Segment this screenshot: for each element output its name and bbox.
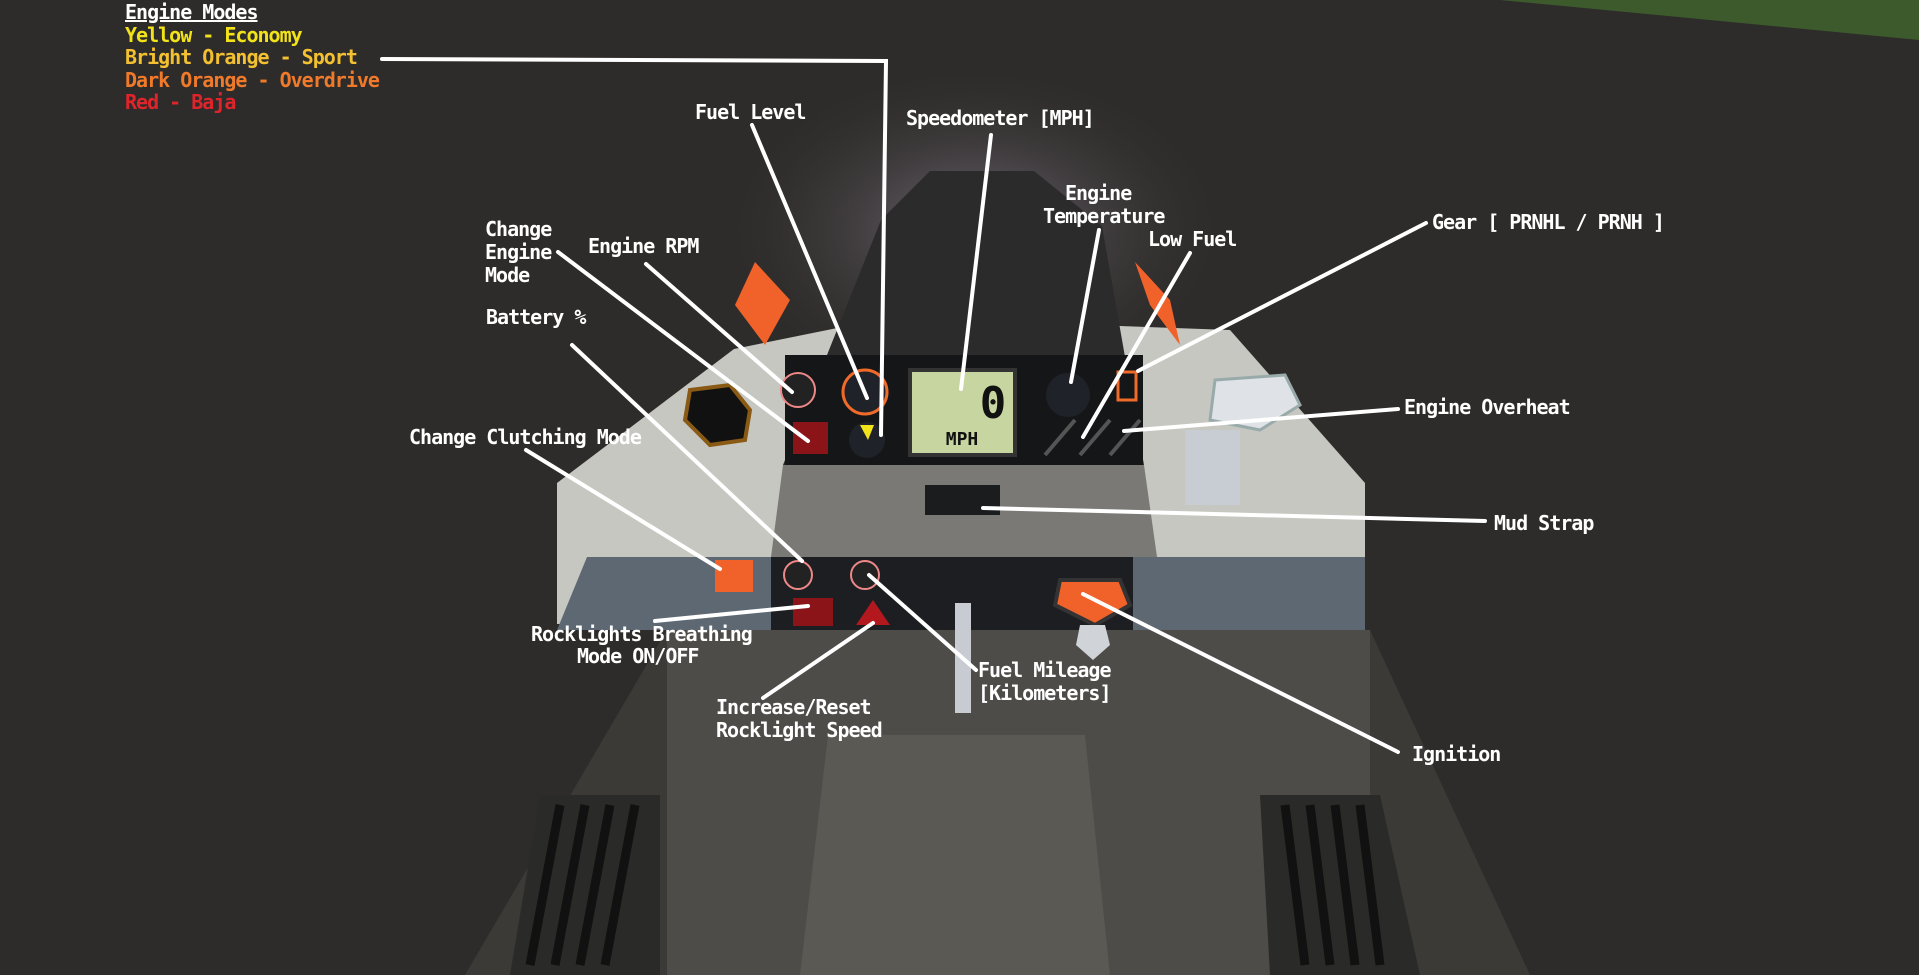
left-orange-lights [735,262,790,345]
engine-modes-legend: Engine Modes Yellow - Economy Bright Ora… [125,0,381,114]
label-change-engine-mode-3: Mode [485,263,530,287]
speedometer-unit: MPH [946,429,979,450]
label-engine-temperature-2: Temperature [1043,204,1165,228]
label-engine-temperature-1: Engine [1065,181,1132,205]
speedometer-digits: 0 [980,378,1007,429]
grass-corner [1500,0,1919,40]
label-change-clutching-mode: Change Clutching Mode [409,425,642,449]
battery-gauge [849,422,885,458]
label-increase-2: Rocklight Speed [716,718,882,742]
label-rocklights-1: Rocklights Breathing [531,622,752,646]
legend-baja: Red - Baja [125,90,235,114]
label-increase-1: Increase/Reset [716,695,871,719]
label-gear: Gear [ PRNHL / PRNH ] [1432,210,1664,234]
ignition-key[interactable] [1076,625,1110,660]
change-engine-mode-button[interactable] [793,422,828,454]
label-speedometer: Speedometer [MPH] [906,106,1094,130]
rocklight-speed-knob[interactable] [850,560,880,590]
label-fuel-level: Fuel Level [695,100,805,124]
callout-labels: Fuel Level Speedometer [MPH] Engine Temp… [409,100,1665,766]
seat-block [800,735,1110,975]
battery-indicator [860,425,874,440]
label-low-fuel: Low Fuel [1148,227,1236,251]
legend-economy: Yellow - Economy [125,23,303,47]
label-mud-strap: Mud Strap [1494,511,1594,535]
left-vent [682,382,753,448]
label-change-engine-mode-1: Change [485,217,552,241]
label-rocklights-2: Mode ON/OFF [577,644,698,668]
legend-overdrive: Dark Orange - Overdrive [125,68,380,92]
legend-title: Engine Modes [125,0,258,24]
right-knob-stem [1185,430,1240,505]
label-engine-rpm: Engine RPM [588,234,699,258]
ignition-switch[interactable] [1052,578,1133,628]
left-grille [510,795,660,975]
label-battery: Battery % [486,305,586,329]
mud-strap-switch[interactable] [925,485,1000,515]
engine-temperature-gauge [1046,373,1090,417]
label-fuel-mileage-1: Fuel Mileage [978,658,1111,682]
warning-lights [1043,418,1142,457]
label-ignition: Ignition [1412,742,1500,766]
label-change-engine-mode-2: Engine [485,240,552,264]
change-clutching-mode-button[interactable] [715,560,753,592]
engine-rpm-gauge [780,372,816,408]
right-orange-lights [1135,262,1180,345]
callout-lines [380,57,1487,754]
right-grille [1260,795,1420,975]
gear-indicator [1116,370,1138,402]
rocklights-breathing-button[interactable] [793,598,833,626]
rocklights-knob[interactable] [783,560,813,590]
legend-sport: Bright Orange - Sport [125,45,357,69]
label-engine-overheat: Engine Overheat [1404,395,1570,419]
label-fuel-mileage-2: [Kilometers] [978,681,1111,705]
rocklight-speed-button[interactable] [856,600,890,625]
